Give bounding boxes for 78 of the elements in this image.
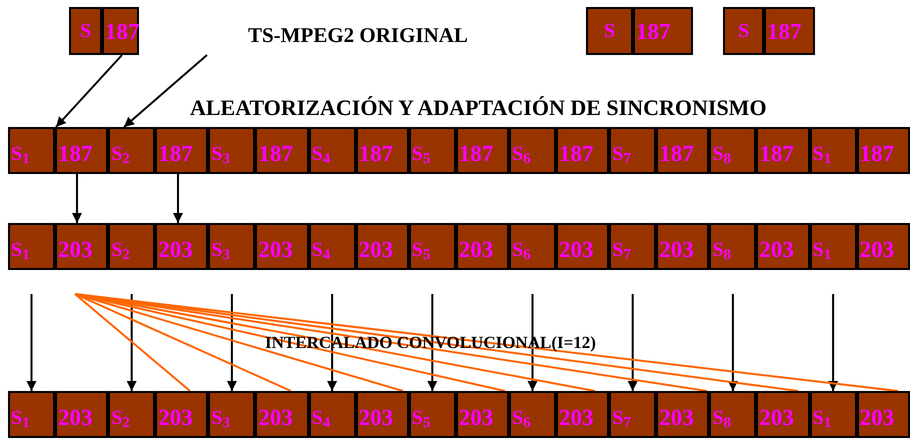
sync-byte-cell: S$_{5}$	[408, 391, 456, 438]
sync-byte-cell: S$_{5}$	[408, 127, 456, 174]
packet-data-cell: 203	[456, 223, 509, 270]
connector-line	[74, 293, 404, 392]
arrow	[427, 294, 438, 391]
packet-data-cell: 203	[255, 391, 309, 438]
arrow	[72, 174, 82, 223]
sync-byte-cell: S$_{8}$	[709, 127, 756, 174]
packet-data-cell: 203	[556, 223, 610, 270]
packet-data-cell: 187	[756, 127, 810, 174]
sync-byte-cell: S$_{3}$	[208, 223, 256, 270]
packet-data-cell: 187	[356, 127, 409, 174]
packet-data-cell: 203	[155, 391, 208, 438]
sync-byte-cell: S	[723, 7, 764, 55]
connector-line	[74, 293, 506, 392]
sync-byte-cell: S$_{1}$	[810, 391, 857, 438]
packet-data-cell: 203	[756, 223, 810, 270]
sync-byte-cell: S	[586, 7, 633, 55]
packet-data-cell: 203	[856, 223, 910, 270]
packet-data-cell: 187	[633, 7, 693, 55]
packet-data-cell: 203	[255, 223, 309, 270]
packet-data-cell: 203	[456, 391, 509, 438]
connector-line	[74, 293, 191, 392]
packet-data-cell: 203	[356, 391, 409, 438]
sync-byte-cell: S$_{6}$	[509, 391, 556, 438]
sync-byte-cell: S$_{7}$	[609, 127, 656, 174]
sync-byte-cell: S$_{6}$	[509, 223, 556, 270]
arrow	[173, 174, 183, 223]
sync-byte-cell: S$_{1}$	[810, 127, 857, 174]
arrow	[123, 54, 208, 128]
packet-data-cell: 203	[155, 223, 208, 270]
sync-byte-cell: S$_{2}$	[108, 391, 156, 438]
arrow	[327, 294, 338, 391]
sync-byte-cell: S$_{8}$	[709, 223, 756, 270]
arrow	[55, 54, 123, 128]
sync-byte-cell: S$_{5}$	[408, 223, 456, 270]
sync-byte-cell: S$_{1}$	[8, 223, 55, 270]
sync-byte-cell: S$_{2}$	[108, 223, 156, 270]
sync-byte-cell: S$_{1}$	[8, 127, 55, 174]
packet-data-cell: 187	[856, 127, 910, 174]
arrow	[26, 294, 36, 391]
packet-data-cell: 203	[55, 391, 108, 438]
packet-data-cell: 187	[55, 127, 108, 174]
sync-byte-cell: S$_{3}$	[208, 391, 256, 438]
arrow	[528, 294, 538, 391]
packet-data-cell: 203	[656, 391, 710, 438]
sync-byte-cell: S$_{4}$	[308, 127, 356, 174]
sync-byte-cell: S$_{4}$	[308, 391, 356, 438]
packet-data-cell: 203	[55, 223, 108, 270]
sync-byte-cell: S$_{7}$	[609, 223, 656, 270]
packet-data-cell: 187	[155, 127, 208, 174]
arrow	[226, 294, 237, 391]
sync-byte-cell: S$_{6}$	[509, 127, 556, 174]
sync-byte-cell: S$_{4}$	[308, 223, 356, 270]
packet-data-cell: 187	[656, 127, 710, 174]
packet-data-cell: 187	[764, 7, 815, 55]
packet-data-cell: 187	[255, 127, 309, 174]
section-heading: ALEATORIZACIÓN Y ADAPTACIÓN DE SINCRONISMO	[190, 94, 767, 122]
packet-data-cell: 203	[756, 391, 810, 438]
arrow	[728, 294, 738, 391]
packet-data-cell: 203	[356, 223, 409, 270]
sync-byte-cell: S$_{1}$	[8, 391, 55, 438]
sync-byte-cell: S$_{2}$	[108, 127, 156, 174]
sync-byte-cell: S$_{1}$	[810, 223, 857, 270]
packet-data-cell: 203	[856, 391, 910, 438]
arrow	[126, 294, 137, 391]
sync-byte-cell: S$_{3}$	[208, 127, 256, 174]
sync-byte-cell: S$_{7}$	[609, 391, 656, 438]
section-heading: TS-MPEG2 ORIGINAL	[248, 22, 468, 49]
connector-line	[74, 293, 292, 392]
packet-data-cell: 187	[456, 127, 509, 174]
packet-data-cell: 187	[556, 127, 610, 174]
packet-data-cell: 203	[556, 391, 610, 438]
sync-byte-cell: S	[69, 7, 102, 55]
arrow	[628, 294, 638, 391]
sync-byte-cell: S$_{8}$	[709, 391, 756, 438]
arrow	[828, 294, 838, 391]
packet-data-cell: 203	[656, 223, 710, 270]
